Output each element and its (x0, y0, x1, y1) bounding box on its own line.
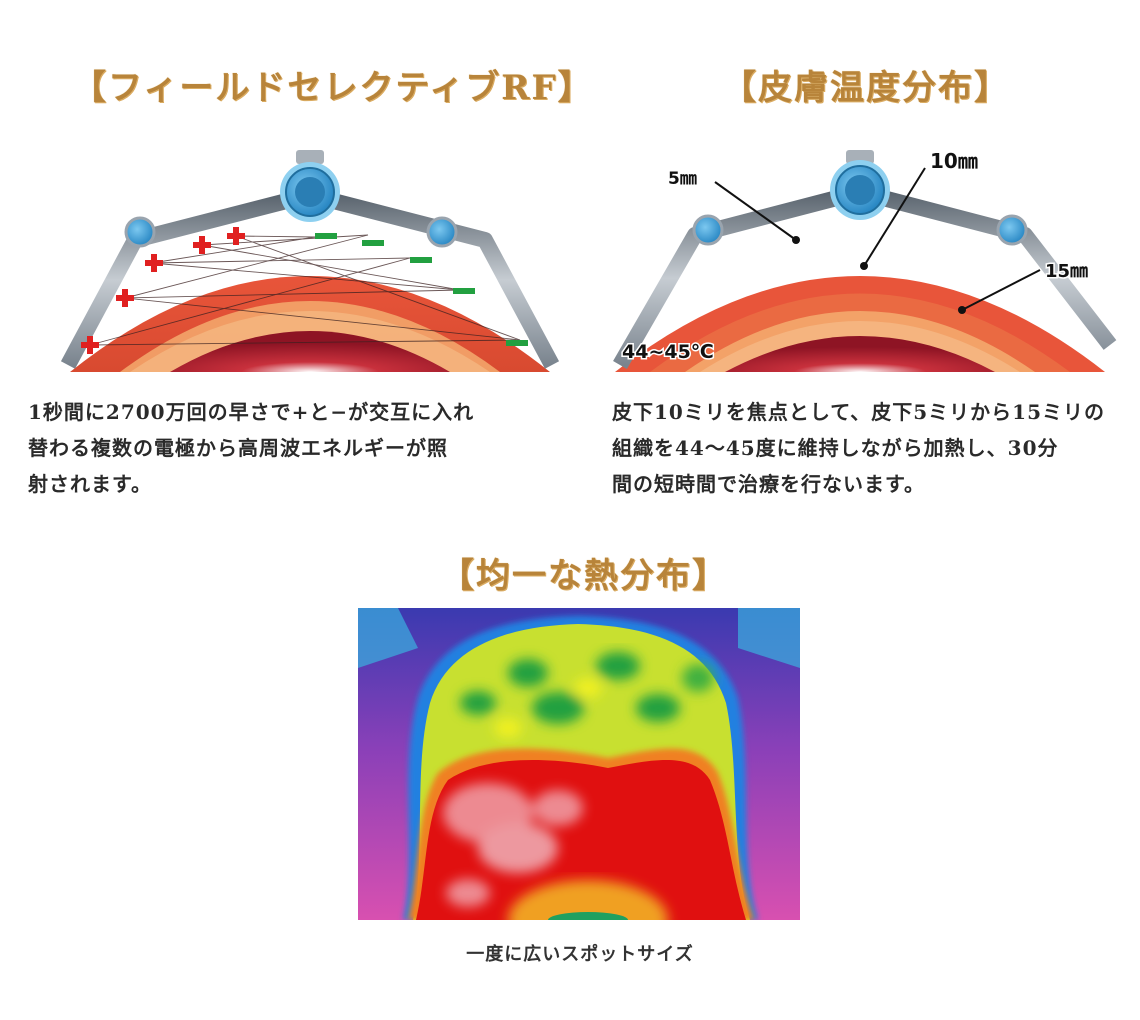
temperature-description: 皮下10ミリを焦点として、皮下5ミリから15ミリの 組織を44〜45度に維持しな… (612, 394, 1122, 502)
label-temperature: 44~45℃ (622, 341, 714, 363)
thermal-heat-map-image (358, 608, 800, 920)
thermal-caption: 一度に広いスポットサイズ (466, 944, 694, 965)
skin-temperature-diagram: 5㎜ 10㎜ 15㎜ 44~45℃ (600, 140, 1120, 375)
heading-field-selective-rf: 【フィールドセレクティブRF】 (72, 68, 594, 108)
heading-uniform-heat: 【均一な熱分布】 (440, 556, 728, 596)
rf-description-line: 替わる複数の電極から高周波エネルギーが照 (28, 436, 448, 460)
temperature-description-line: 間の短時間で治療を行ないます。 (612, 472, 925, 496)
heading-skin-temperature: 【皮膚温度分布】 (722, 68, 1010, 108)
rf-description-line: 1秒間に2700万回の早さで+と−が交互に入れ (28, 400, 475, 424)
label-15mm: 15㎜ (1045, 261, 1088, 282)
temperature-description-line: 皮下10ミリを焦点として、皮下5ミリから15ミリの (612, 400, 1105, 424)
rf-field-diagram (60, 140, 560, 375)
rf-description-line: 射されます。 (28, 472, 152, 496)
label-10mm: 10㎜ (930, 149, 978, 173)
plus-markers (81, 227, 245, 354)
minus-markers (315, 233, 528, 346)
temperature-description-line: 組織を44〜45度に維持しながら加熱し、30分 (612, 436, 1059, 460)
label-5mm: 5㎜ (668, 169, 697, 189)
rf-description: 1秒間に2700万回の早さで+と−が交互に入れ 替わる複数の電極から高周波エネル… (28, 394, 568, 502)
